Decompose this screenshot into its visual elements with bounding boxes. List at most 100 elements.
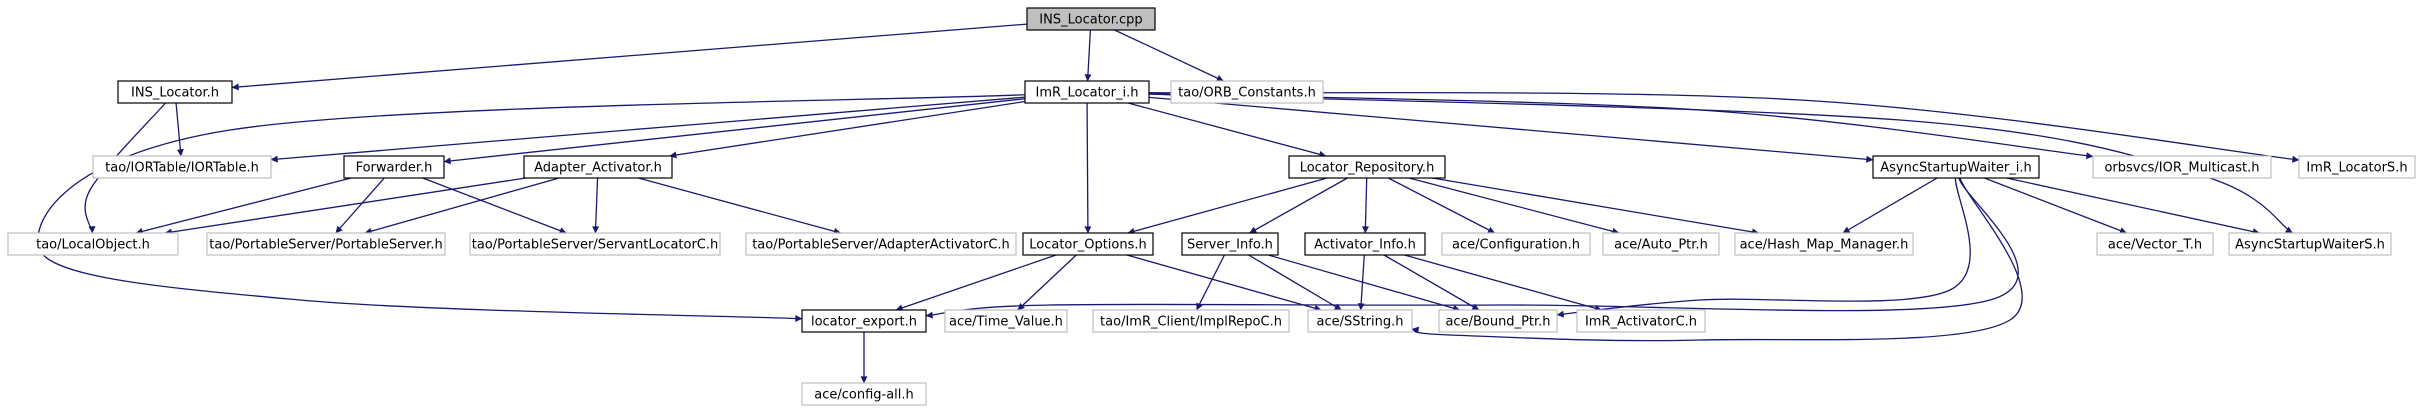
node-label: Locator_Repository.h [1300, 161, 1435, 176]
edge-imr_locator_i_h-to-locator_repository_h [1127, 102, 1327, 158]
node-box [92, 155, 272, 179]
node-box [944, 309, 1068, 333]
node-server_info_h[interactable]: Server_Info.h [1181, 232, 1279, 256]
edge-imr_locator_i_h-to-locator_export_h [37, 94, 1026, 322]
node-imr_activatorc_h: ImR_ActivatorC.h [1576, 309, 1706, 333]
node-label: tao/LocalObject.h [36, 238, 150, 253]
node-box [2298, 155, 2416, 179]
node-imr_locators_h: ImR_LocatorS.h [2298, 155, 2416, 179]
edge-asyncstartupwaiter_i_h-to-ace_hash_map_manager_h [1842, 177, 1938, 234]
node-box [1092, 309, 1290, 333]
node-forwarder_h[interactable]: Forwarder.h [343, 155, 445, 179]
edge-adapter_activator_h-to-tao_localobject_h [164, 177, 526, 236]
edge-server_info_h-to-ace_sstring_h [1248, 254, 1342, 311]
edge-locator_repository_h-to-ace_auto_ptr_h [1408, 177, 1620, 235]
node-tao_ps_adapteractivatorc_h: tao/PortableServer/AdapterActivatorC.h [745, 232, 1017, 256]
edge-imr_locator_i_h-to-forwarder_h [443, 98, 1026, 165]
node-box [469, 232, 721, 256]
edge-imr_locator_i_h-to-asyncstartupwaiters_h [1148, 93, 2293, 234]
node-label: tao/IORTable/IORTable.h [105, 161, 259, 176]
node-label: ImR_ActivatorC.h [1585, 315, 1697, 330]
edge-locator_repository_h-to-locator_options_h [1127, 177, 1328, 235]
edge-ins_locator_h-to-tao_localobject_h [84, 102, 166, 234]
node-label: ace/Vector_T.h [2108, 238, 2202, 253]
node-ace_configuration_h: ace/Configuration.h [1441, 232, 1591, 256]
node-ace_bound_ptr_h: ace/Bound_Ptr.h [1438, 309, 1558, 333]
edge-forwarder_h-to-tao_localobject_h [135, 177, 352, 235]
edge-asyncstartupwaiter_i_h-to-asyncstartupwaiters_h [2006, 177, 2260, 236]
edge-asyncstartupwaiter_i_h-to-ace_vector_t_h [1984, 177, 2127, 234]
edge-locator_repository_h-to-activator_info_h [1361, 177, 1369, 234]
node-ace_sstring_h: ace/SString.h [1307, 309, 1413, 333]
edge-locator_options_h-to-locator_export_h [895, 254, 1057, 312]
edge-adapter_activator_h-to-tao_ps_servantlocatorc_h [592, 177, 600, 234]
node-ace_auto_ptr_h: ace/Auto_Ptr.h [1602, 232, 1720, 256]
edge-imr_locator_i_h-to-locator_options_h [1084, 102, 1092, 234]
edge-locator_repository_h-to-ace_hash_map_manager_h [1432, 177, 1760, 236]
edge-adapter_activator_h-to-tao_ps_adapteractivatorc_h [638, 177, 841, 235]
node-orbsvcs_ior_multicast_h: orbsvcs/IOR_Multicast.h [2092, 155, 2272, 179]
node-ins_locator_cpp[interactable]: INS_Locator.cpp [1026, 7, 1156, 31]
node-box [1022, 232, 1154, 256]
node-label: INS_Locator.cpp [1039, 13, 1142, 28]
node-box [206, 232, 446, 256]
node-imr_locator_i_h[interactable]: ImR_Locator_i.h [1024, 80, 1150, 104]
node-box [2096, 232, 2214, 256]
node-label: Locator_Options.h [1029, 238, 1147, 253]
node-tao_ps_portableserver_h: tao/PortableServer/PortableServer.h [206, 232, 446, 256]
node-box [1872, 155, 2040, 179]
node-box [1026, 7, 1156, 31]
node-asyncstartupwaiter_i_h[interactable]: AsyncStartupWaiter_i.h [1872, 155, 2040, 179]
node-label: locator_export.h [811, 315, 917, 330]
edge-server_info_h-to-tao_imr_client_implrepoc_h [1195, 254, 1226, 311]
node-adapter_activator_h[interactable]: Adapter_Activator.h [523, 155, 673, 179]
node-label: Forwarder.h [356, 161, 433, 176]
node-label: ace/Auto_Ptr.h [1614, 238, 1708, 253]
node-box [2228, 232, 2392, 256]
edge-activator_info_h-to-ace_bound_ptr_h [1383, 254, 1480, 311]
edge-activator_info_h-to-ace_sstring_h [1357, 254, 1365, 311]
node-box [1602, 232, 1720, 256]
node-label: ace/SString.h [1317, 315, 1404, 330]
node-label: ace/Configuration.h [1452, 238, 1580, 253]
node-label: tao/PortableServer/PortableServer.h [209, 238, 442, 253]
node-locator_options_h[interactable]: Locator_Options.h [1022, 232, 1154, 256]
edge-adapter_activator_h-to-tao_ps_portableserver_h [364, 177, 560, 235]
edge-ins_locator_cpp-to-ins_locator_h [231, 23, 1028, 91]
node-tao_iortable_h: tao/IORTable/IORTable.h [92, 155, 272, 179]
node-label: tao/PortableServer/AdapterActivatorC.h [752, 238, 1010, 253]
edge-locator_repository_h-to-server_info_h [1249, 177, 1348, 234]
node-box [2092, 155, 2272, 179]
node-ins_locator_h[interactable]: INS_Locator.h [117, 80, 233, 104]
node-label: Server_Info.h [1187, 238, 1273, 253]
node-activator_info_h[interactable]: Activator_Info.h [1304, 232, 1426, 256]
edge-locator_repository_h-to-ace_configuration_h [1387, 177, 1496, 234]
node-box [1170, 80, 1324, 104]
node-locator_export_h[interactable]: locator_export.h [801, 309, 927, 333]
edge-asyncstartupwaiter_i_h-to-ace_bound_ptr_h [1556, 177, 1971, 318]
node-box [7, 232, 179, 256]
edge-locator_options_h-to-ace_sstring_h [1126, 254, 1322, 312]
node-locator_repository_h[interactable]: Locator_Repository.h [1288, 155, 1446, 179]
node-box [1438, 309, 1558, 333]
node-ace_vector_t_h: ace/Vector_T.h [2096, 232, 2214, 256]
node-box [1441, 232, 1591, 256]
edge-forwarder_h-to-tao_ps_portableserver_h [335, 177, 385, 234]
node-box [1307, 309, 1413, 333]
edge-ins_locator_cpp-to-tao_orb_constants_h [1114, 29, 1224, 82]
node-box [523, 155, 673, 179]
node-box [1024, 80, 1150, 104]
node-label: AsyncStartupWaiterS.h [2235, 238, 2385, 253]
node-box [1288, 155, 1446, 179]
node-ace_time_value_h: ace/Time_Value.h [944, 309, 1068, 333]
node-label: Activator_Info.h [1314, 238, 1416, 253]
edge-imr_locator_i_h-to-asyncstartupwaiter_i_h [1148, 96, 1874, 163]
edge-ins_locator_cpp-to-imr_locator_i_h [1084, 29, 1092, 82]
node-box [745, 232, 1017, 256]
edge-forwarder_h-to-tao_ps_servantlocatorc_h [422, 177, 567, 234]
node-label: ace/Bound_Ptr.h [1445, 315, 1550, 330]
node-box [1734, 232, 1914, 256]
node-ace_hash_map_manager_h: ace/Hash_Map_Manager.h [1734, 232, 1914, 256]
